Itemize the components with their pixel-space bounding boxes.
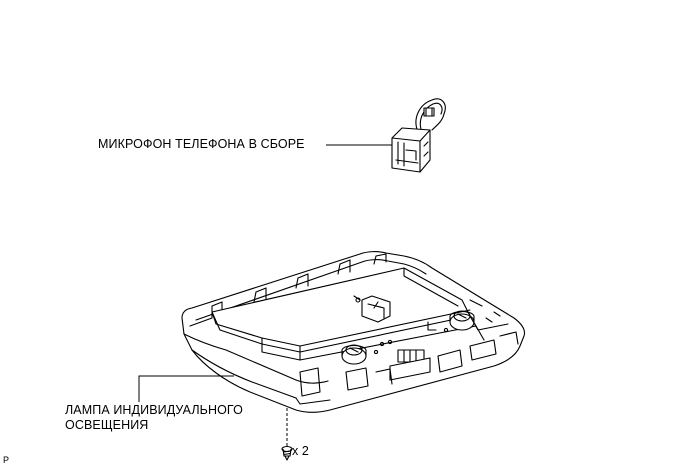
screw-icon — [282, 447, 292, 461]
screw-quantity-label: x 2 — [292, 444, 309, 458]
microphone-callout-label: МИКРОФОН ТЕЛЕФОНА В СБОРЕ — [98, 137, 305, 151]
lamp-assembly-drawing — [182, 252, 525, 413]
microphone-assembly-drawing — [392, 99, 445, 172]
lamp-callout-label: ЛАМПА ИНДИВИДУАЛЬНОГО ОСВЕЩЕНИЯ — [65, 403, 243, 433]
lamp-callout-line-1: ЛАМПА ИНДИВИДУАЛЬНОГО — [65, 403, 243, 417]
figure-code-label: P — [3, 455, 10, 465]
lamp-callout-line-2: ОСВЕЩЕНИЯ — [65, 418, 149, 432]
leader-line-lamp — [139, 376, 234, 402]
